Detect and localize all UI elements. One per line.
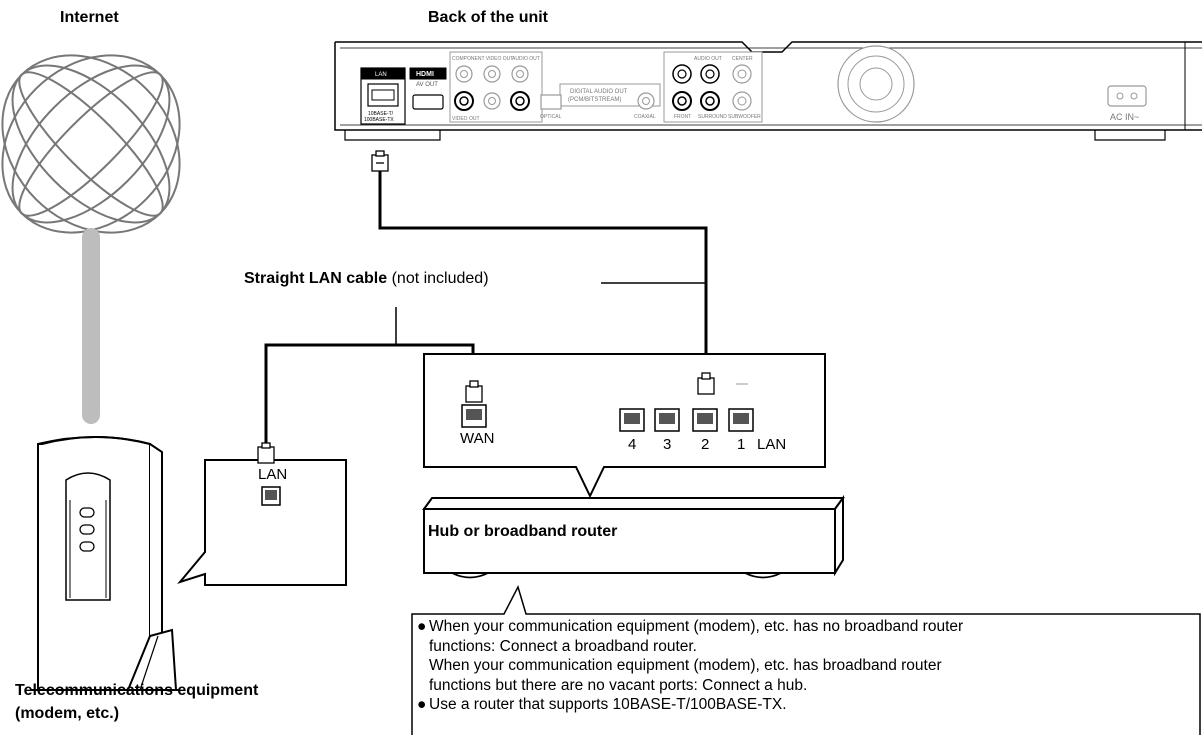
cable-label-rest: (not included) — [387, 270, 488, 287]
router-device — [422, 494, 845, 579]
unit-base2-text: 100BASE-TX — [364, 117, 394, 123]
unit-base-text: 10BASE-T/ — [368, 111, 394, 117]
unit-lan-connector-icon — [371, 150, 389, 172]
notes-callout — [411, 585, 1201, 735]
router-label: Hub or broadband router — [428, 523, 617, 540]
modem-lan-port-icon — [261, 486, 281, 506]
cable-label-leaders — [395, 282, 706, 345]
note-1-line-2: functions: Connect a broadband router. — [429, 637, 697, 655]
unit-center-text: CENTER — [732, 56, 753, 62]
unit-hdmi-sub-text: AV OUT — [416, 82, 438, 88]
note-item-2: ● Use a router that supports 10BASE-T/10… — [417, 695, 1197, 715]
note-1-line-1: When your communication equipment (modem… — [429, 618, 964, 635]
unit-ac-in-text: AC IN~ — [1110, 112, 1139, 122]
router-lan-port-1-icon — [728, 408, 754, 432]
internet-line — [82, 228, 100, 424]
unit-digital-audio-sub-text: (PCM/BITSTREAM) — [568, 97, 621, 103]
router-port-number-2: 2 — [701, 436, 709, 453]
unit-audio-out-text: AUDIO OUT — [694, 56, 722, 62]
internet-label: Internet — [60, 9, 119, 26]
modem-lan-label: LAN — [258, 466, 287, 483]
notes-box: ● When your communication equipment (mod… — [417, 617, 1197, 715]
router-port-number-3: 3 — [663, 436, 671, 453]
bullet-icon: ● — [417, 696, 427, 714]
unit-digital-audio-text: DIGITAL AUDIO OUT — [570, 89, 628, 95]
router-port-number-4: 4 — [628, 436, 636, 453]
unit-hdmi-text: HDMI — [416, 71, 434, 78]
note-item-1: ● When your communication equipment (mod… — [417, 617, 1197, 695]
cable-label: Straight LAN cable (not included) — [244, 270, 489, 287]
internet-globe-icon — [1, 54, 181, 234]
router-lan-port-4-icon — [619, 408, 645, 432]
unit-subwoofer-text: SUBWOOFER — [728, 114, 761, 120]
unit-video-out-text: VIDEO OUT — [452, 116, 480, 122]
unit-component-text: COMPONENT VIDEO OUT — [452, 56, 513, 62]
unit-back-panel — [334, 41, 1202, 141]
bullet-icon: ● — [417, 618, 427, 635]
router-lan-label: LAN — [757, 436, 786, 453]
unit-front-text: FRONT — [674, 114, 691, 120]
router-lan-connector-icon — [697, 372, 715, 395]
router-lan-port-3-icon — [654, 408, 680, 432]
note-2-line-1: Use a router that supports 10BASE-T/100B… — [429, 696, 787, 714]
router-wan-connector-icon — [465, 380, 483, 403]
telecom-label-line2: (modem, etc.) — [15, 705, 119, 722]
modem-callout — [177, 459, 347, 586]
router-lan-port-2-icon — [692, 408, 718, 432]
modem-device — [30, 436, 180, 691]
router-wan-label: WAN — [460, 430, 494, 447]
unit-lan-text: LAN — [375, 72, 387, 78]
router-port-number-1: 1 — [737, 436, 745, 453]
cable-label-bold: Straight LAN cable — [244, 270, 387, 287]
unit-surround-text: SURROUND — [698, 114, 727, 120]
router-wan-port-icon — [461, 404, 487, 428]
unit-audio-top-text: AUDIO OUT — [512, 56, 540, 62]
modem-lan-connector-icon — [257, 442, 275, 464]
unit-coaxial-text: COAXIAL — [634, 114, 656, 120]
unit-label: Back of the unit — [428, 9, 549, 26]
telecom-label-line1: Telecommunications equipment — [15, 682, 259, 699]
note-1-line-3: When your communication equipment (modem… — [429, 657, 942, 675]
note-1-line-4: functions but there are no vacant ports:… — [429, 676, 808, 694]
unit-optical-text: OPTICAL — [540, 114, 562, 120]
